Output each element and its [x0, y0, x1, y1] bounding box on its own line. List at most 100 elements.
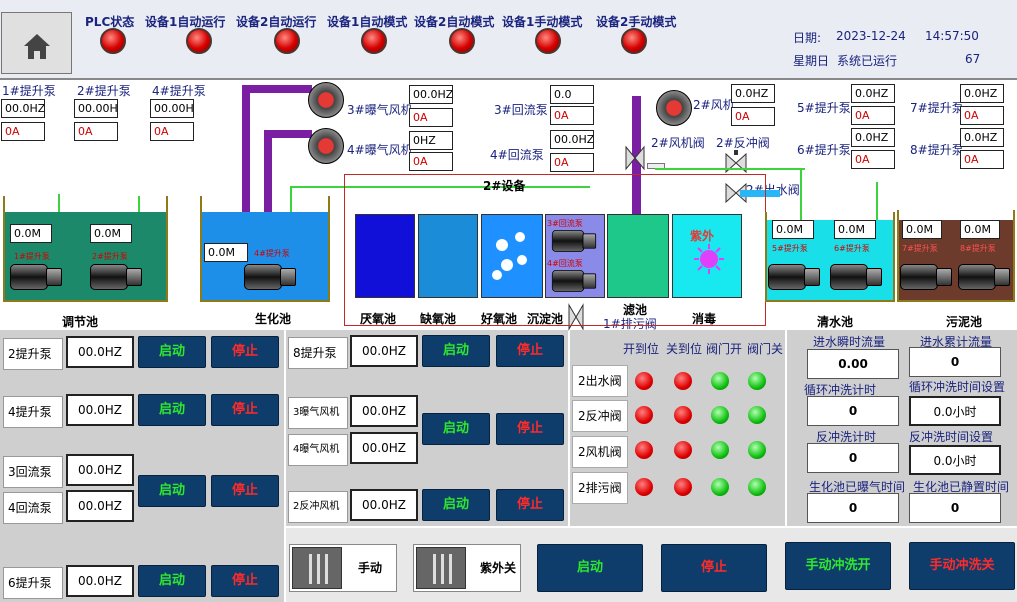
cycle-timer-value: 0: [807, 396, 899, 426]
runtime-value: 67: [965, 52, 981, 66]
valve-row-drain: 2排污阀: [572, 472, 628, 504]
still-time-label: 生化池已静置时间: [913, 480, 1010, 494]
ctrl-pump4-stop-button[interactable]: 停止: [211, 394, 279, 426]
pump4-freq: 00.00H: [150, 99, 194, 118]
manual-switch[interactable]: 手动: [289, 544, 397, 592]
fan-open-lamp: [711, 441, 729, 459]
level-biochem: 0.0M: [204, 243, 248, 262]
outlet-close-limit-lamp: [674, 372, 692, 390]
valve-row-backwash: 2反冲阀: [572, 400, 628, 432]
plc-status-label: PLC状态: [85, 15, 135, 29]
dev1-auto-run-label: 设备1自动运行: [145, 15, 226, 29]
signal-line: [876, 182, 878, 252]
drain-valve-label: 1#排污阀: [603, 317, 657, 331]
manual-flush-off-button[interactable]: 手动冲洗关: [909, 542, 1015, 590]
header-open-limit: 开到位: [623, 342, 660, 356]
bubbles-icon: [492, 232, 527, 280]
plc-status-lamp: [100, 28, 126, 54]
backwash-set-label: 反冲洗时间设置: [909, 430, 994, 444]
aeration-time-label: 生化池已曝气时间: [809, 480, 906, 494]
outlet-valve-icon: [725, 182, 747, 204]
backwash-close-limit-lamp: [674, 406, 692, 424]
level-sludge-1: 0.0M: [902, 220, 942, 239]
ctrl-return4-label: 4回流泵: [3, 492, 63, 524]
ctrl-backwash-fan-stop-button[interactable]: 停止: [496, 489, 564, 521]
ctrl-backwash-fan-label: 2反冲风机: [288, 491, 348, 523]
drain-close-lamp: [748, 478, 766, 496]
uv-lamp-icon: [694, 244, 724, 274]
anaerobic-tank: [355, 214, 415, 298]
sedimentation-tank-label: 沉淀池: [527, 312, 564, 326]
dev1-manual-mode-lamp: [535, 28, 561, 54]
pump5-freq: 0.0HZ: [851, 84, 895, 103]
ctrl-pump6-start-button[interactable]: 启动: [138, 565, 206, 597]
pump6-tag: 6#提升泵: [834, 244, 870, 253]
ctrl-fan3-label: 3曝气风机: [288, 397, 348, 429]
dev2-auto-run-lamp: [274, 28, 300, 54]
ctrl-return-stop-button[interactable]: 停止: [211, 475, 279, 507]
ctrl-pump8-stop-button[interactable]: 停止: [496, 335, 564, 367]
home-button[interactable]: [1, 12, 72, 74]
pump4-icon: [244, 262, 296, 292]
ctrl-fan-stop-button[interactable]: 停止: [496, 413, 564, 445]
return-pump3-current: 0A: [550, 106, 594, 125]
cycle-set-input[interactable]: 0.0小时: [909, 396, 1001, 426]
ctrl-backwash-fan-start-button[interactable]: 启动: [422, 489, 490, 521]
drain-close-limit-lamp: [674, 478, 692, 496]
dev2-auto-run-label: 设备2自动运行: [236, 15, 317, 29]
ctrl-pump2-stop-button[interactable]: 停止: [211, 336, 279, 368]
fan4-freq: 0HZ: [409, 131, 453, 150]
pump5-icon: [768, 262, 820, 292]
pump4-current: 0A: [150, 122, 194, 141]
ctrl-return3-label: 3回流泵: [3, 456, 63, 488]
pump4-label: 4#提升泵: [152, 84, 206, 98]
filter-tank: [607, 214, 669, 298]
outlet-close-lamp: [748, 372, 766, 390]
dev1-manual-mode-label: 设备1手动模式: [502, 15, 583, 29]
ctrl-pump6-freq: 00.0HZ: [66, 565, 134, 597]
fan3-current: 0A: [409, 108, 453, 127]
pump1-current: 0A: [1, 122, 45, 141]
ctrl-pump8-start-button[interactable]: 启动: [422, 335, 490, 367]
ctrl-pump2-start-button[interactable]: 启动: [138, 336, 206, 368]
header-valve-close: 阀门关: [747, 342, 784, 356]
dev2-manual-mode-label: 设备2手动模式: [596, 15, 677, 29]
backwash-set-input[interactable]: 0.0小时: [909, 445, 1001, 475]
air-pipe-1: [242, 85, 250, 215]
ctrl-return-start-button[interactable]: 启动: [138, 475, 206, 507]
pump6-freq: 0.0HZ: [851, 128, 895, 147]
equalization-tank-label: 调节池: [62, 315, 99, 329]
water-pipe: [740, 190, 780, 197]
return-pump4-freq: 00.0HZ: [550, 130, 594, 149]
signal-line: [655, 168, 805, 170]
fan-valve-label: 2#风机阀: [651, 136, 705, 150]
fan-close-lamp: [748, 441, 766, 459]
ctrl-pump6-stop-button[interactable]: 停止: [211, 565, 279, 597]
main-start-button[interactable]: 启动: [537, 544, 643, 592]
pump6-icon: [830, 262, 882, 292]
ctrl-fan-start-button[interactable]: 启动: [422, 413, 490, 445]
valve-row-outlet: 2出水阀: [572, 365, 628, 397]
pump5-current: 0A: [851, 106, 895, 125]
uv-switch[interactable]: 紫外关: [413, 544, 521, 592]
weekday-value: 星期日: [793, 54, 830, 68]
dev2-manual-mode-lamp: [621, 28, 647, 54]
manual-flush-on-button[interactable]: 手动冲洗开: [785, 542, 891, 590]
ctrl-pump4-start-button[interactable]: 启动: [138, 394, 206, 426]
return-pump3-tag: 3#回流泵: [547, 219, 583, 228]
ctrl-return4-freq: 00.0HZ: [66, 490, 134, 522]
total-flow-value: 0: [909, 347, 1001, 377]
aerobic-tank-label: 好氧池: [481, 312, 518, 326]
still-time-value: 0: [909, 493, 1001, 523]
pump2-current: 0A: [74, 122, 118, 141]
fan-valve-icon: [625, 145, 645, 171]
ctrl-pump2-label: 2提升泵: [3, 338, 63, 370]
main-stop-button[interactable]: 停止: [661, 544, 767, 592]
pump2-label: 2#提升泵: [77, 84, 131, 98]
ctrl-pump6-label: 6提升泵: [3, 567, 63, 599]
pump8-label: 8#提升泵: [910, 143, 964, 157]
level-sludge-2: 0.0M: [960, 220, 1000, 239]
pump7-freq: 0.0HZ: [960, 84, 1004, 103]
pump1-icon: [10, 262, 62, 292]
return-pump3-icon: [551, 228, 597, 254]
